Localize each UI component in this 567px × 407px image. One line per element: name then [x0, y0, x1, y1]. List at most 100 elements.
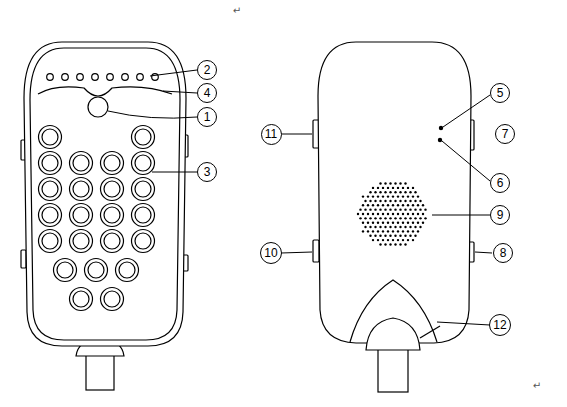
grille-hole: [399, 243, 401, 245]
key-cap: [135, 233, 151, 249]
key-rim: [39, 204, 62, 227]
grille-hole: [384, 208, 386, 210]
key-rim: [39, 230, 62, 253]
grille-hole: [374, 226, 376, 228]
key: [132, 152, 155, 175]
key-rim: [85, 259, 108, 282]
leader-line: [152, 172, 197, 173]
leader-line: [281, 134, 312, 135]
grille-hole: [374, 217, 376, 219]
grille-hole: [404, 235, 406, 237]
key-rim: [54, 259, 77, 282]
grille-hole: [417, 204, 419, 206]
grille-hole: [394, 200, 396, 202]
callout-number: 7: [495, 124, 515, 144]
key-rim: [39, 126, 62, 149]
key: [39, 204, 62, 227]
leader-line: [437, 322, 490, 325]
front-bezel: [30, 48, 180, 340]
leader-line: [475, 252, 492, 253]
key: [39, 126, 62, 149]
grille-hole: [389, 243, 391, 245]
grille-hole: [397, 204, 399, 206]
grille-hole: [422, 222, 424, 224]
grille-hole: [399, 200, 401, 202]
key-rim: [101, 152, 124, 175]
grille-hole: [382, 230, 384, 232]
grille-hole: [389, 200, 391, 202]
grille-hole: [419, 208, 421, 210]
grille-hole: [369, 191, 371, 193]
grille-hole: [364, 208, 366, 210]
cord: [378, 344, 408, 392]
grille-hole: [409, 208, 411, 210]
led: [62, 74, 69, 81]
keypad: [39, 126, 155, 311]
key-cap: [73, 207, 89, 223]
key-rim: [132, 178, 155, 201]
key-rim: [39, 152, 62, 175]
key: [70, 152, 93, 175]
grille-hole: [387, 213, 389, 215]
key: [70, 288, 93, 311]
key: [101, 288, 124, 311]
grille-hole: [409, 191, 411, 193]
key-cap: [42, 155, 58, 171]
grille-hole: [369, 217, 371, 219]
grille-hole: [377, 195, 379, 197]
grille-hole: [399, 217, 401, 219]
grille-hole: [412, 230, 414, 232]
leader-line: [443, 95, 490, 127]
grille-hole: [404, 226, 406, 228]
callout-number: 2: [197, 60, 217, 80]
grille-hole: [387, 239, 389, 241]
grille-hole: [359, 208, 361, 210]
grille-hole: [402, 213, 404, 215]
key-cap: [88, 262, 104, 278]
key-rim: [101, 230, 124, 253]
grille-hole: [392, 195, 394, 197]
leader-line: [108, 111, 197, 118]
grille-hole: [379, 226, 381, 228]
grille-hole: [399, 226, 401, 228]
grille-hole: [359, 217, 361, 219]
grille-hole: [384, 226, 386, 228]
grille-hole: [369, 200, 371, 202]
grille-hole: [372, 239, 374, 241]
grille-hole: [402, 204, 404, 206]
grille-hole: [407, 239, 409, 241]
grille-hole: [387, 195, 389, 197]
grille-hole: [397, 239, 399, 241]
key: [70, 178, 93, 201]
grille-hole: [407, 222, 409, 224]
side-button: [313, 240, 319, 262]
grille-hole: [409, 200, 411, 202]
led: [47, 74, 54, 81]
grille-hole: [374, 235, 376, 237]
callout-number: 6: [490, 173, 510, 193]
callout-number: 4: [197, 83, 217, 103]
grille-hole: [402, 187, 404, 189]
grille-hole: [379, 208, 381, 210]
key-rim: [132, 152, 155, 175]
key: [116, 259, 139, 282]
grille-hole: [379, 191, 381, 193]
grille-hole: [377, 222, 379, 224]
grille-hole: [409, 226, 411, 228]
grille-hole: [409, 217, 411, 219]
grille-hole: [362, 204, 364, 206]
grille-hole: [367, 213, 369, 215]
grille-hole: [394, 235, 396, 237]
key: [39, 178, 62, 201]
grille-hole: [384, 182, 386, 184]
grille-hole: [394, 243, 396, 245]
grille-hole: [362, 213, 364, 215]
grille-hole: [414, 191, 416, 193]
key-rim: [39, 178, 62, 201]
grille-hole: [372, 213, 374, 215]
grille-hole: [394, 191, 396, 193]
key-cap: [104, 155, 120, 171]
grille-hole: [384, 235, 386, 237]
key: [70, 230, 93, 253]
